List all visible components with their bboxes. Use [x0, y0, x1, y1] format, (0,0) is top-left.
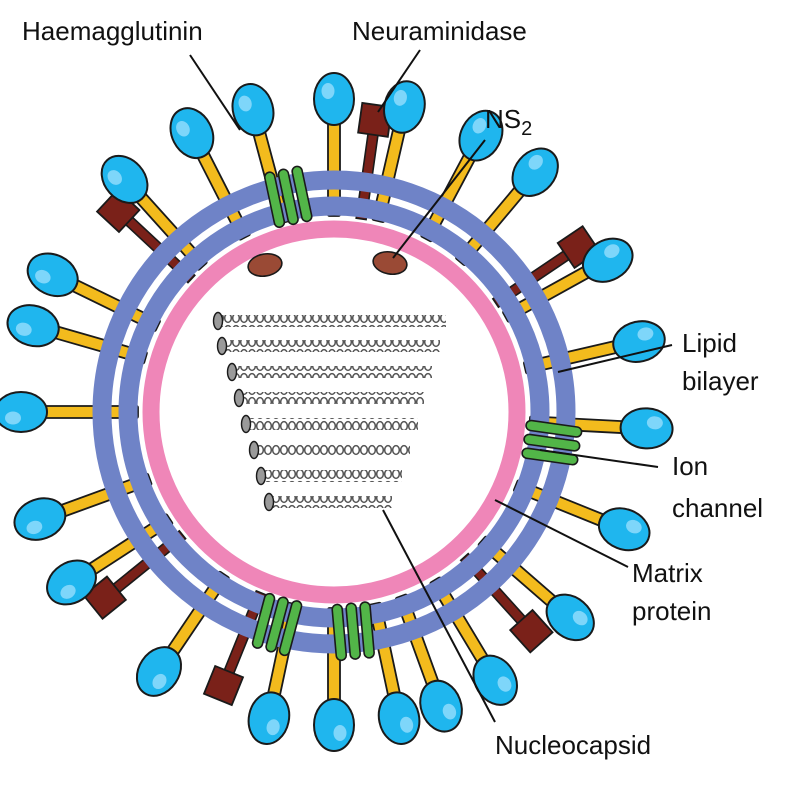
matrix-protein-label-line1: Matrix	[632, 558, 703, 588]
lipid-bilayer-inner-layer	[118, 196, 550, 628]
haemagglutinin-spike-icon	[368, 601, 421, 745]
haemagglutinin-spike-icon	[13, 472, 153, 541]
ion-channel-icon	[251, 592, 303, 657]
matrix-protein-layer	[142, 220, 526, 604]
leader-lines	[189, 49, 673, 723]
nucleocapsid-leader-line	[382, 509, 496, 723]
virion-membrane	[92, 170, 576, 654]
haemagglutinin-spike-icon	[6, 304, 148, 365]
labels: Haemagglutinin Neuraminidase NS2 Lipid b…	[22, 16, 763, 760]
ns2-label-main: NS	[485, 104, 521, 134]
ns2-proteins	[247, 250, 408, 278]
nucleocapsid-segment	[255, 466, 402, 486]
neuraminidase-leader-line	[377, 49, 421, 113]
ion-channel-label-line2: channel	[672, 493, 763, 523]
ns2-label: NS2	[485, 104, 532, 140]
ion-channels	[251, 165, 583, 662]
haemagglutinin-spike-icon	[100, 154, 208, 271]
ion-channel-leader-line	[539, 449, 659, 468]
lipid-bilayer-outer-layer	[92, 170, 576, 654]
haemagglutinin-spike-icon	[313, 607, 355, 752]
neuraminidase-label: Neuraminidase	[352, 16, 527, 46]
ion-channel-icon	[521, 419, 583, 466]
ns2-protein-icon	[247, 252, 283, 278]
lipid-bilayer-label-line1: Lipid	[682, 328, 737, 358]
lipid-bilayer-label-line2: bilayer	[682, 366, 759, 396]
ion-channel-icon	[263, 165, 313, 229]
haemagglutinin-label: Haemagglutinin	[22, 16, 203, 46]
nucleocapsid-segment	[263, 492, 392, 512]
nucleocapsid-segment	[248, 440, 410, 460]
haemagglutinin-spike-icon	[420, 109, 504, 243]
matrix-protein-label-line2: protein	[632, 596, 712, 626]
haemagglutinin-spike-icon	[46, 513, 174, 606]
haemagglutinin-spike-icon	[313, 72, 355, 217]
lipid-bilayer-leader-line	[557, 344, 673, 373]
haemagglutinin-spike-icon	[0, 391, 139, 433]
haemagglutinin-spike-icon	[26, 252, 161, 332]
haemagglutinin-spike-icon	[169, 107, 251, 241]
nucleocapsid-segment	[240, 414, 418, 434]
nucleocapsid-segments	[212, 311, 446, 512]
haemagglutinin-spike-icon	[502, 237, 634, 323]
ion-channel-label-line1: Ion	[672, 451, 708, 481]
ns2-leader-line	[392, 139, 486, 259]
matrix-protein-leader-line	[494, 499, 629, 568]
nucleocapsid-segment	[233, 388, 424, 408]
haemagglutinin-spike-icon	[455, 147, 559, 266]
haemagglutinin-spike-icon	[523, 320, 666, 375]
ns2-protein-icon	[372, 250, 408, 276]
ion-channel-icon	[331, 601, 375, 662]
nucleocapsid-label: Nucleocapsid	[495, 730, 651, 760]
haemagglutinin-spike-icon	[135, 570, 230, 697]
haemagglutinin-spike-icon	[394, 593, 463, 733]
nucleocapsid-segment	[226, 362, 432, 382]
haemagglutinin-spike-icon	[513, 479, 651, 552]
nucleocapsid-segment	[212, 311, 446, 331]
ns2-label-subscript: 2	[521, 118, 532, 140]
haemagglutinin-spike-icon	[477, 535, 595, 642]
nucleocapsid-segment	[216, 336, 440, 356]
haemagglutinin-leader-line	[189, 54, 241, 131]
